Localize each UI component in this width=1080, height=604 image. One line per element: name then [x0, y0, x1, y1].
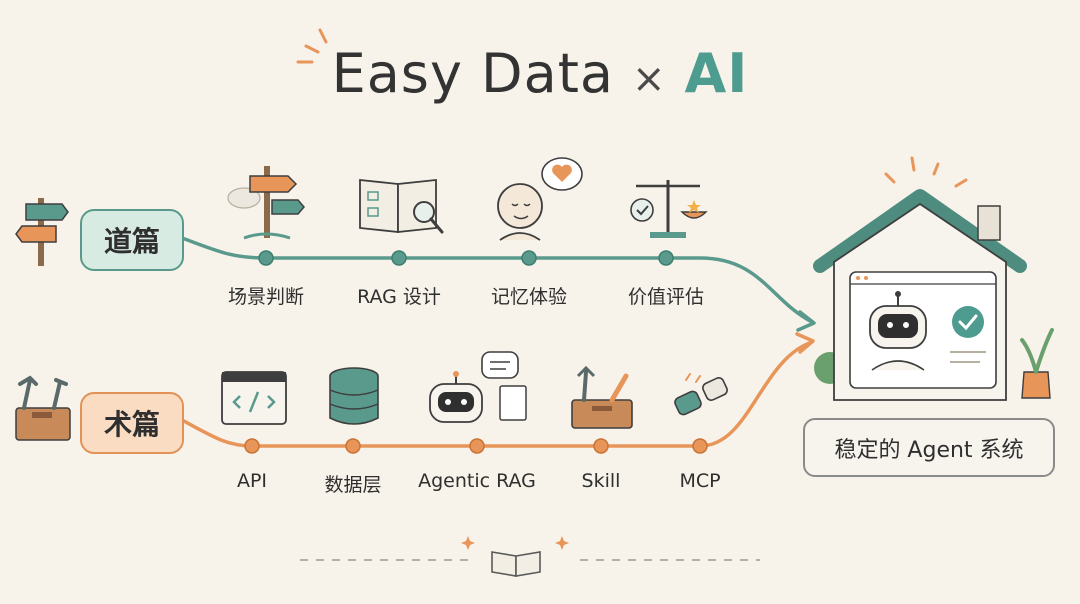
title-main: Easy Data [331, 42, 614, 105]
dao-track-line [180, 236, 814, 324]
shu-node [244, 438, 260, 454]
robot-chat-icon [429, 351, 527, 423]
shu-track-tag: 术篇 [80, 392, 184, 454]
shu-step-label: Agentic RAG [418, 470, 536, 492]
dao-step-label: RAG 设计 [357, 286, 441, 308]
footer-divider [300, 536, 760, 577]
dao-node [391, 250, 407, 266]
shu-node [692, 438, 708, 454]
dao-step-label: 记忆体验 [490, 286, 568, 308]
signpost-icon [15, 198, 69, 266]
page-title: Easy Data × AI [0, 42, 1080, 105]
shu-toolbox-icon [571, 365, 633, 429]
dao-node [521, 250, 537, 266]
shu-nodes [244, 438, 708, 454]
plug-icon [674, 373, 728, 416]
person-heart-icon [497, 157, 583, 241]
shu-track-arrow [795, 332, 815, 354]
balance-scale-icon [630, 180, 708, 238]
shu-node [469, 438, 485, 454]
dao-nodes [258, 250, 674, 266]
open-book-icon [491, 551, 541, 577]
dao-track-arrow [796, 310, 816, 332]
shu-step-label: MCP [679, 470, 721, 492]
open-book-magnifier-icon [359, 179, 444, 234]
dao-node [658, 250, 674, 266]
title-times: × [632, 56, 667, 102]
toolbox-icon [15, 375, 71, 441]
dao-step-label: 场景判断 [227, 286, 305, 308]
database-icon [329, 367, 379, 425]
shu-node [593, 438, 609, 454]
dao-track-tag: 道篇 [80, 209, 184, 271]
shu-step-label: API [236, 470, 268, 492]
house-robot-icon [813, 156, 1054, 401]
step-signpost-icon [227, 166, 305, 240]
code-window-icon [221, 371, 287, 425]
shu-track-line [180, 340, 814, 448]
dao-step-label: 价值评估 [627, 286, 705, 308]
title-sparkle-icon [296, 28, 328, 64]
title-accent: AI [684, 42, 749, 105]
shu-step-label: 数据层 [324, 474, 382, 496]
destination-label: 稳定的 Agent 系统 [803, 418, 1055, 477]
shu-step-label: Skill [581, 470, 621, 492]
dao-node [258, 250, 274, 266]
shu-node [345, 438, 361, 454]
